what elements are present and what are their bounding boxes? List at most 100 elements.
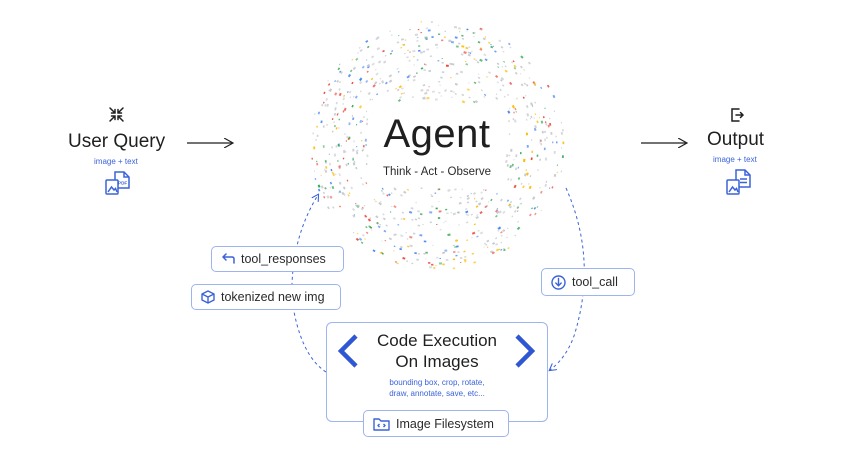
particle-dot bbox=[417, 28, 420, 31]
particle-dot bbox=[450, 196, 453, 199]
particle-dot bbox=[378, 82, 381, 85]
particle-dot bbox=[548, 117, 551, 120]
particle-dot bbox=[503, 248, 506, 252]
particle-dot bbox=[326, 103, 329, 107]
particle-dot bbox=[335, 145, 338, 148]
particle-dot bbox=[432, 90, 435, 93]
particle-dot bbox=[540, 209, 542, 212]
particle-dot bbox=[489, 250, 494, 254]
particle-dot bbox=[483, 189, 485, 191]
particle-dot bbox=[544, 130, 546, 133]
particle-dot bbox=[519, 151, 522, 155]
tool-responses-chip[interactable]: tool_responses bbox=[211, 246, 344, 272]
particle-dot bbox=[338, 92, 342, 97]
particle-dot bbox=[435, 207, 438, 210]
particle-dot bbox=[450, 90, 453, 93]
particle-dot bbox=[316, 134, 319, 138]
code-execution-title-line2: On Images bbox=[395, 352, 479, 371]
particle-dot bbox=[390, 192, 393, 195]
particle-dot bbox=[365, 181, 368, 185]
particle-dot bbox=[546, 84, 550, 88]
particle-dot bbox=[365, 144, 367, 146]
particle-dot bbox=[429, 211, 433, 214]
particle-dot bbox=[479, 231, 484, 235]
particle-dot bbox=[376, 93, 379, 96]
particle-dot bbox=[348, 90, 352, 94]
particle-dot bbox=[475, 205, 479, 208]
particle-dot bbox=[420, 51, 423, 54]
particle-dot bbox=[529, 102, 534, 106]
particle-dot bbox=[404, 39, 407, 41]
particle-dot bbox=[495, 214, 498, 218]
particle-dot bbox=[403, 190, 407, 194]
particle-dot bbox=[388, 193, 391, 197]
particle-dot bbox=[519, 203, 521, 205]
particle-dot bbox=[329, 187, 332, 189]
particle-dot bbox=[317, 184, 321, 188]
particle-dot bbox=[401, 38, 404, 41]
particle-dot bbox=[525, 104, 529, 109]
particle-dot bbox=[465, 63, 469, 66]
particle-dot bbox=[529, 117, 532, 120]
particle-dot bbox=[314, 170, 316, 172]
particle-dot bbox=[560, 131, 563, 135]
particle-dot bbox=[445, 64, 449, 67]
particle-dot bbox=[528, 183, 530, 185]
particle-dot bbox=[507, 246, 510, 250]
particle-dot bbox=[432, 244, 434, 246]
particle-dot bbox=[436, 47, 439, 49]
particle-dot bbox=[347, 73, 352, 78]
particle-dot bbox=[560, 147, 563, 149]
particle-dot bbox=[382, 213, 385, 216]
particle-dot bbox=[499, 88, 502, 92]
particle-dot bbox=[525, 132, 529, 136]
particle-dot bbox=[437, 60, 440, 62]
pdf-image-files-icon: PDF bbox=[105, 171, 130, 195]
particle-dot bbox=[475, 59, 478, 62]
tool-call-chip[interactable]: tool_call bbox=[541, 268, 635, 296]
particle-dot bbox=[322, 101, 325, 104]
particle-dot bbox=[562, 141, 565, 145]
particle-dot bbox=[441, 39, 444, 42]
particle-dot bbox=[466, 221, 469, 224]
particle-dot bbox=[444, 90, 447, 92]
particle-dot bbox=[360, 177, 362, 179]
particle-dot bbox=[412, 232, 416, 235]
particle-dot bbox=[342, 186, 346, 190]
particle-dot bbox=[362, 145, 365, 148]
particle-dot bbox=[315, 138, 317, 142]
code-execution-card[interactable] bbox=[326, 322, 548, 422]
particle-dot bbox=[470, 192, 472, 195]
particle-dot bbox=[507, 93, 510, 97]
particle-dot bbox=[360, 76, 362, 79]
particle-dot bbox=[549, 122, 552, 126]
particle-dot bbox=[459, 70, 464, 74]
particle-dot bbox=[352, 214, 356, 218]
particle-dot bbox=[356, 145, 358, 148]
output-title: Output bbox=[707, 129, 765, 150]
particle-dot bbox=[316, 162, 319, 166]
particle-dot bbox=[418, 45, 421, 47]
particle-dot bbox=[352, 231, 355, 234]
particle-dot bbox=[517, 166, 520, 169]
particle-dot bbox=[437, 24, 440, 26]
particle-dot bbox=[501, 66, 504, 68]
particle-dot bbox=[461, 100, 466, 104]
particle-dot bbox=[369, 217, 372, 220]
user-query-title: User Query bbox=[68, 131, 166, 152]
particle-dot bbox=[513, 158, 515, 161]
particle-dot bbox=[413, 64, 416, 66]
image-filesystem-chip[interactable]: Image Filesystem bbox=[363, 410, 509, 437]
particle-dot bbox=[389, 52, 393, 55]
particle-dot bbox=[425, 38, 428, 40]
particle-dot bbox=[470, 213, 473, 216]
particle-dot bbox=[355, 237, 360, 242]
particle-dot bbox=[397, 71, 400, 73]
particle-dot bbox=[540, 86, 543, 90]
particle-dot bbox=[495, 93, 498, 96]
particle-dot bbox=[445, 208, 448, 211]
particle-dot bbox=[338, 127, 340, 130]
tokenized-img-chip[interactable]: tokenized new img bbox=[191, 284, 341, 310]
particle-dot bbox=[397, 223, 400, 226]
particle-dot bbox=[415, 72, 418, 74]
